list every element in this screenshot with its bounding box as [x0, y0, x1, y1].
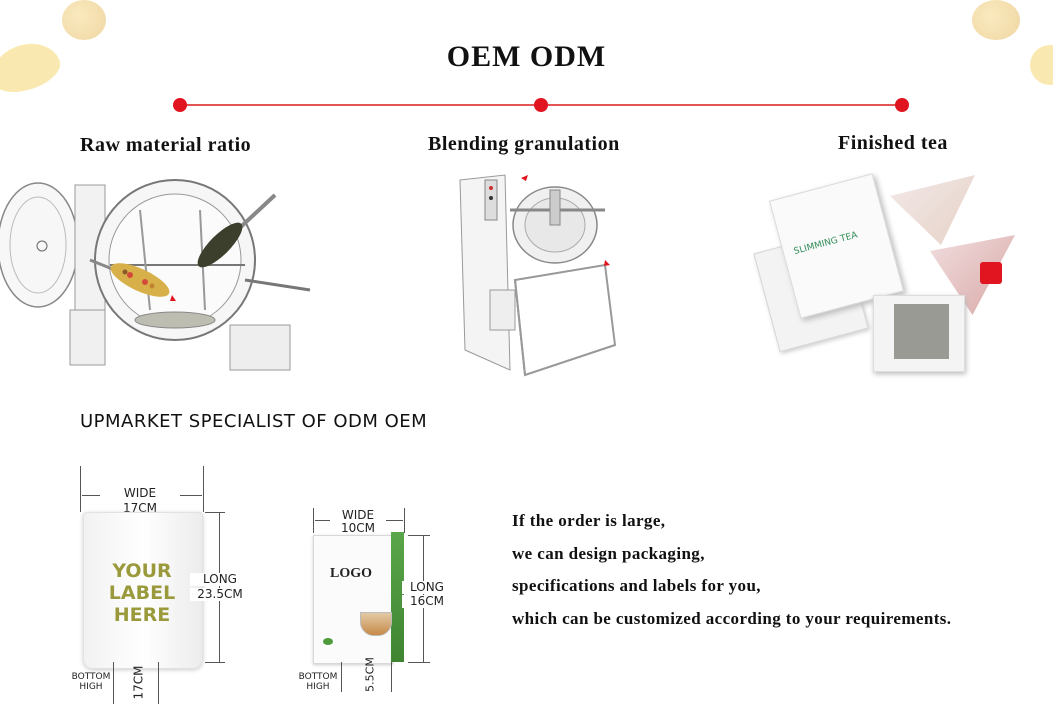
box-length-tick-top: [408, 535, 430, 536]
box-bottom-label-1: BOTTOM: [298, 672, 338, 682]
pouch-label-line-3: HERE: [113, 604, 171, 626]
pyramid-tea-bag-1: [890, 175, 975, 245]
description-line-1: If the order is large,: [512, 511, 666, 530]
timeline-dot-3: [895, 98, 909, 112]
box-length-label: LONG: [402, 581, 452, 594]
tea-cup-icon: [360, 612, 392, 636]
pouch-bottom-label-2: HIGH: [79, 682, 103, 692]
square-tea-bag: [873, 295, 965, 372]
stand-up-pouch: [83, 512, 203, 669]
timeline-dot-2: [534, 98, 548, 112]
box-leaf-icon: [323, 638, 333, 645]
box-width-value: 10CM: [340, 521, 375, 535]
box-bottom-guide-right: [391, 662, 392, 692]
box-guide-left: [313, 508, 314, 533]
box-logo: LOGO: [330, 566, 373, 581]
tea-box-side: [391, 532, 404, 662]
pouch-length-tick-top: [205, 512, 225, 513]
pouch-bottom-value: 17CM: [131, 665, 146, 700]
step-label-raw-material: Raw material ratio: [80, 134, 252, 156]
pouch-length-value: 23.5CM: [190, 588, 250, 601]
blending-granulation-machine-image: [459, 174, 617, 377]
pineapple-icon-right: [972, 0, 1020, 40]
tea-leaves: [894, 304, 949, 359]
sachet-label: SLIMMING TEA: [792, 230, 859, 257]
pouch-label-line-1: YOUR: [112, 560, 172, 582]
step-label-finished-tea: Finished tea: [838, 132, 948, 154]
pouch-bottom-label-1: BOTTOM: [71, 672, 111, 682]
pouch-length-line: [219, 512, 220, 662]
mango-slice-icon-right: [1030, 45, 1053, 85]
timeline-dot-1: [173, 98, 187, 112]
raw-material-mixer-image: [0, 179, 311, 371]
pouch-length-label: LONG: [190, 573, 250, 586]
pouch-width-value: 17CM: [122, 501, 157, 515]
pouch-length-tick-bottom: [205, 662, 225, 663]
box-length-value: 16CM: [402, 595, 452, 608]
box-width-label: WIDE: [330, 509, 386, 522]
pouch-width-label: WIDE: [100, 487, 180, 500]
description-line-4: which can be customized according to you…: [512, 609, 952, 628]
box-guide-right: [404, 508, 405, 533]
box-length-tick-bottom: [408, 662, 430, 663]
section-heading: UPMARKET SPECIALIST OF ODM OEM: [80, 411, 428, 432]
pouch-bottom-guide-right: [158, 662, 159, 704]
pineapple-icon-left: [62, 0, 106, 40]
pouch-label-line-2: LABEL: [108, 582, 176, 604]
description-line-3: specifications and labels for you,: [512, 576, 761, 595]
finished-tea-image: SLIMMING TEA: [753, 170, 1025, 375]
box-bottom-label-2: HIGH: [306, 682, 330, 692]
box-bottom-value: 5.5CM: [363, 657, 377, 692]
description-line-2: we can design packaging,: [512, 544, 705, 563]
step-label-blending: Blending granulation: [428, 133, 620, 155]
box-bottom-guide-left: [341, 662, 342, 692]
pouch-guide-left: [80, 466, 81, 512]
pouch-bottom-guide-left: [113, 662, 114, 704]
pouch-guide-right: [203, 466, 204, 512]
tea-tag-icon: [980, 262, 1002, 284]
page-title: OEM ODM: [446, 40, 607, 73]
